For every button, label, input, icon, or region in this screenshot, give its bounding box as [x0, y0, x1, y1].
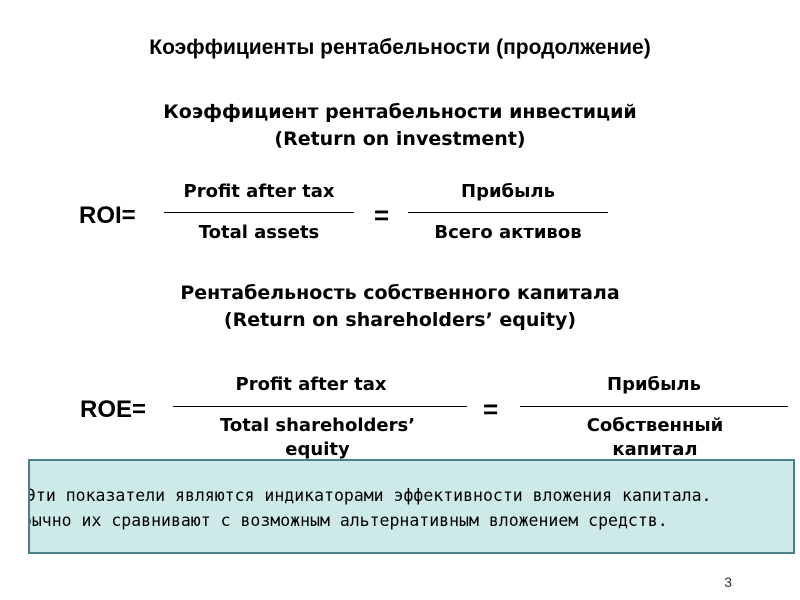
- roi-heading-ru: Коэффициент рентабельности инвестиций: [163, 101, 637, 123]
- slide-title: Коэффициенты рентабельности (продолжение…: [149, 36, 651, 59]
- roi-ru-denominator: Всего активов: [434, 222, 582, 243]
- roe-en-numerator: Profit after tax: [235, 374, 387, 395]
- roi-en-denominator: Total assets: [198, 222, 320, 243]
- page-number: 3: [724, 574, 732, 590]
- roi-equals-sign: =: [374, 200, 390, 230]
- roi-ru-fraction-line: [408, 212, 608, 213]
- roi-en-numerator: Profit after tax: [183, 181, 335, 202]
- roe-ru-denominator: Собственный капитал: [586, 415, 724, 460]
- roe-label: ROE=: [80, 396, 147, 423]
- roe-ru-numerator: Прибыль: [607, 374, 701, 395]
- note-line-1: Эти показатели являются индикаторами эфф…: [28, 486, 712, 505]
- roe-en-denominator: Total shareholders’ equity: [219, 415, 416, 460]
- roi-heading-en: (Return on investment): [274, 128, 526, 150]
- roe-equals-sign: =: [483, 394, 499, 424]
- roi-label: ROI=: [79, 202, 136, 229]
- roe-en-fraction-line: [173, 406, 467, 407]
- roi-en-fraction-line: [164, 212, 354, 213]
- roe-heading-ru: Рентабельность собственного капитала: [180, 282, 620, 304]
- roi-ru-numerator: Прибыль: [461, 181, 555, 202]
- note-line-2: Обычно их сравнивают с возможным альтерн…: [28, 511, 668, 530]
- roe-heading-en: (Return on shareholders’ equity): [223, 309, 577, 331]
- note-box: Эти показатели являются индикаторами эфф…: [28, 459, 795, 554]
- roe-ru-fraction-line: [520, 406, 788, 407]
